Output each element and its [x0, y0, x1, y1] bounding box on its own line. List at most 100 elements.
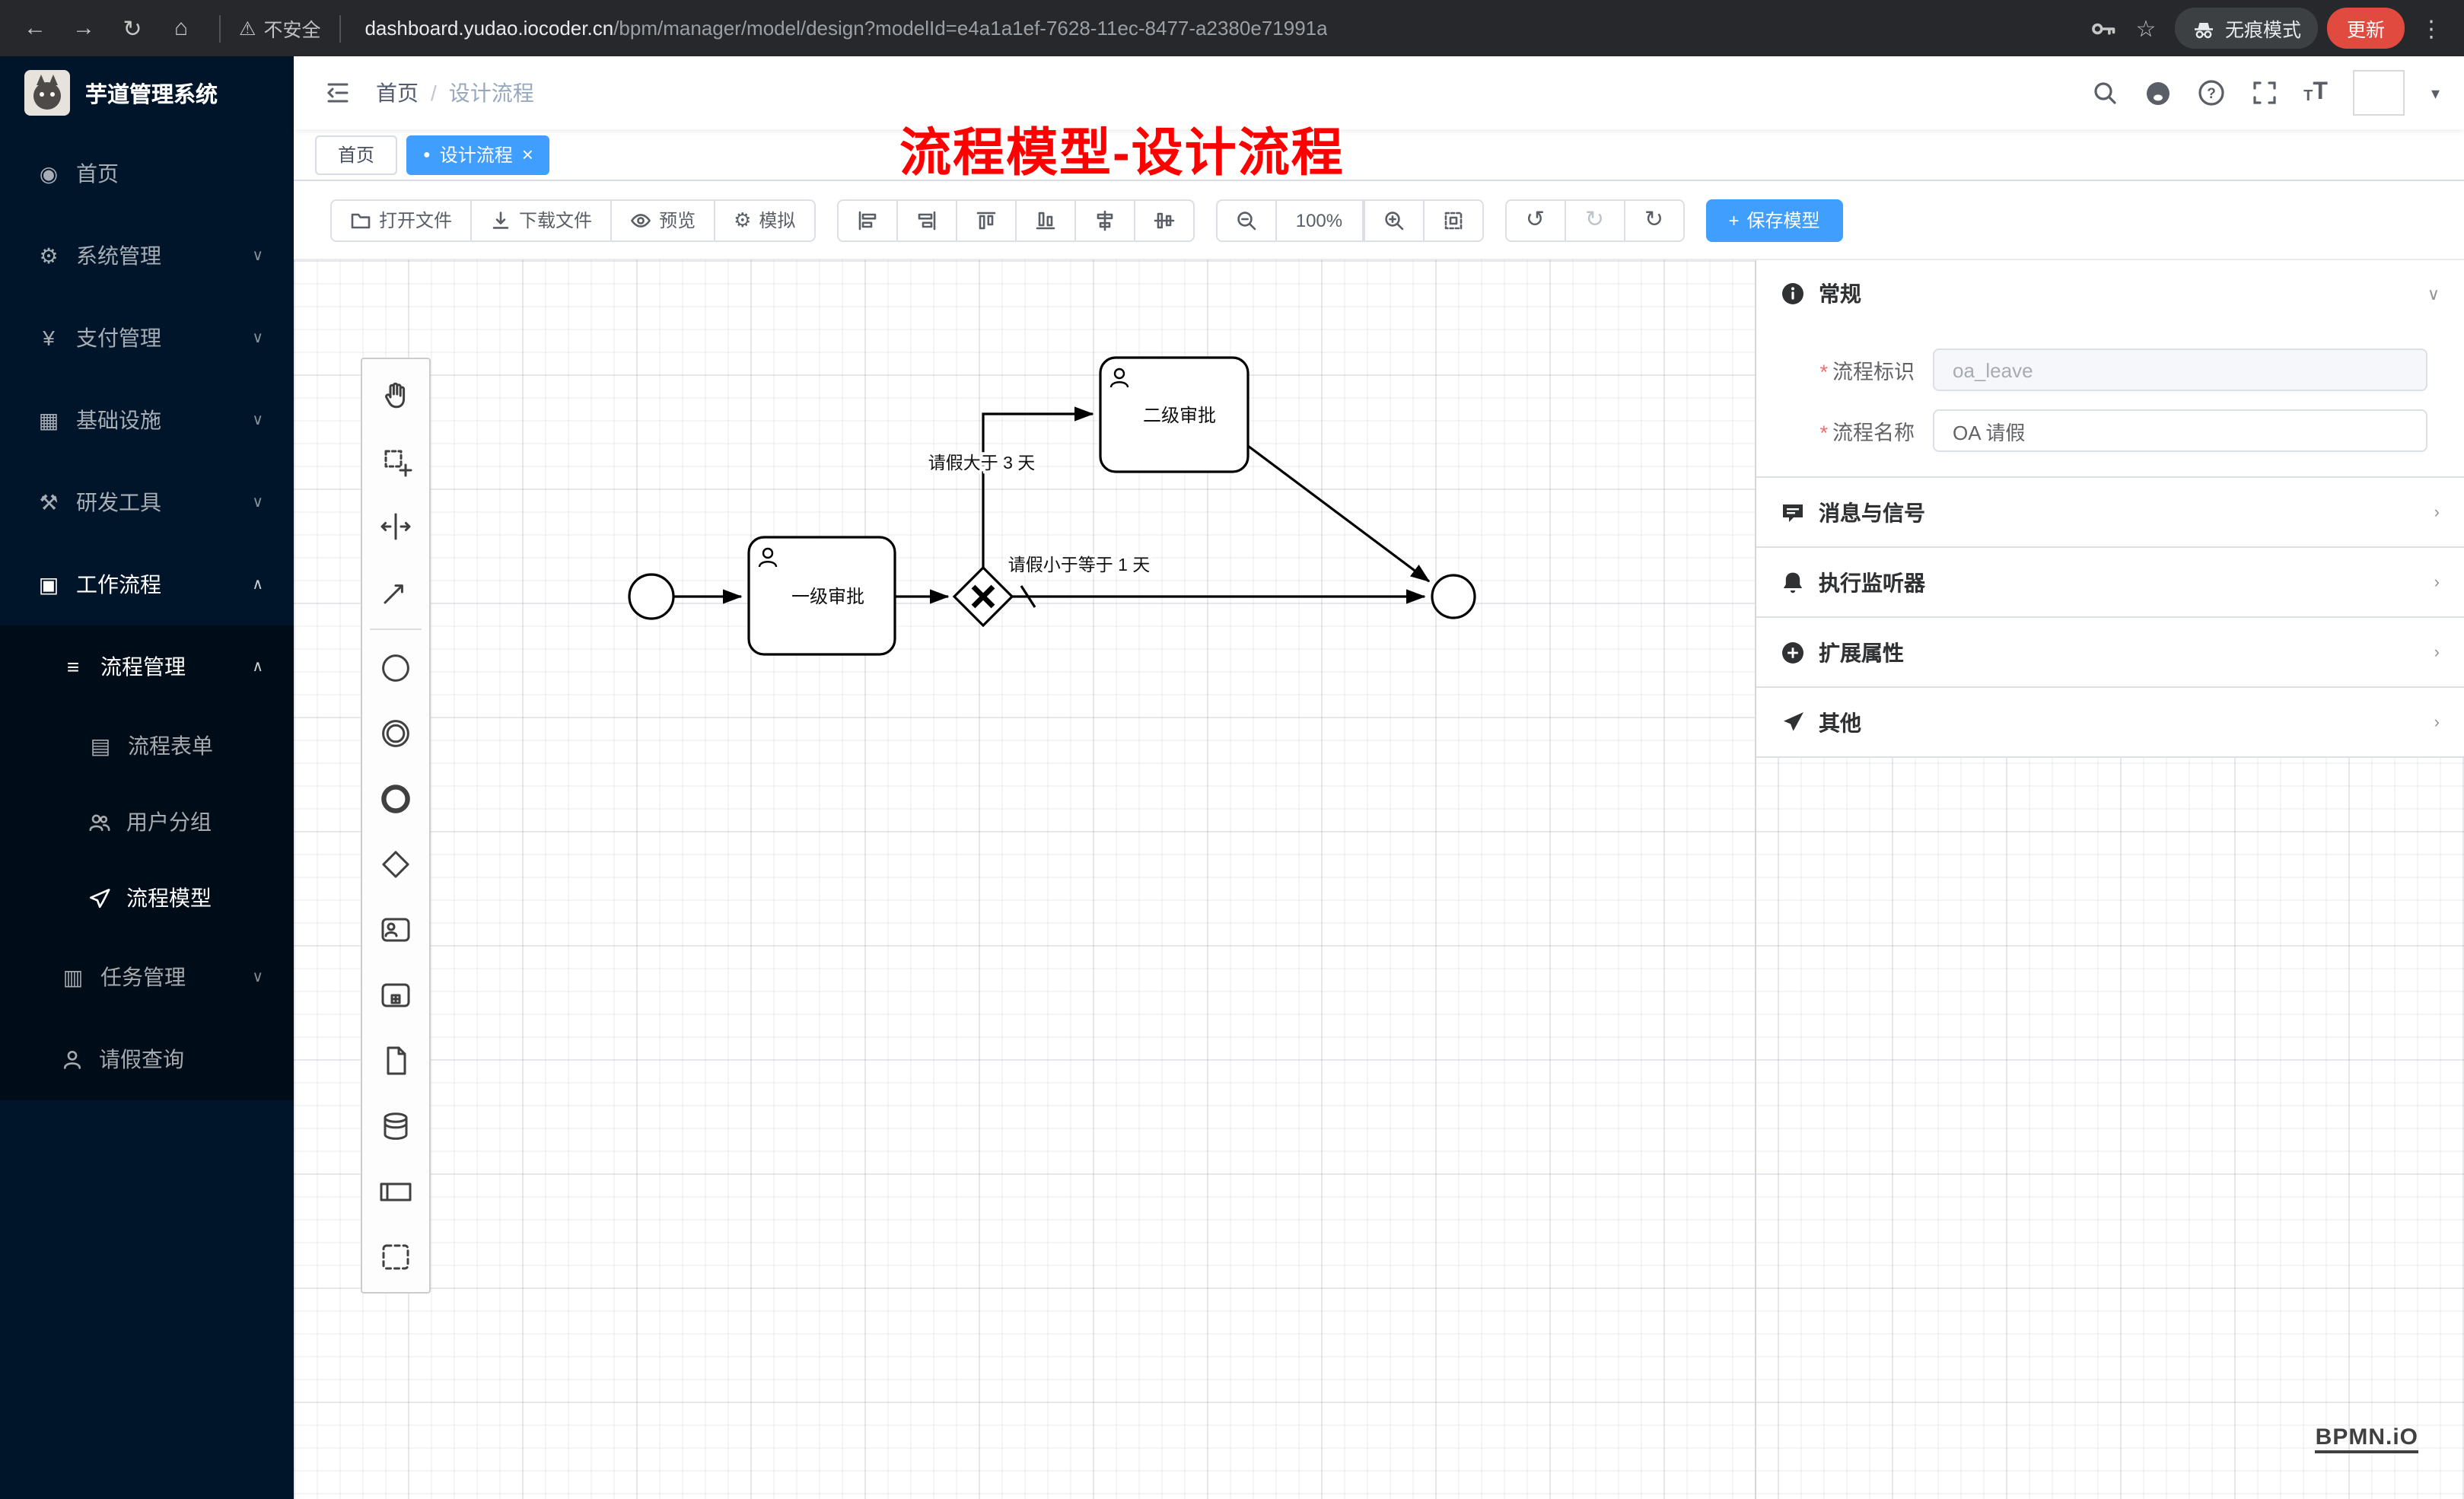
create-gateway[interactable] — [364, 831, 428, 896]
breadcrumb-separator: / — [431, 81, 437, 105]
browser-forward-button[interactable]: → — [72, 15, 95, 41]
bookmark-star-icon[interactable]: ☆ — [2135, 16, 2157, 42]
site-security-indicator[interactable]: ⚠ 不安全 — [239, 14, 320, 43]
browser-home-button[interactable]: ⌂ — [173, 15, 189, 41]
bpmn-task-first-approval[interactable] — [747, 536, 896, 656]
undo-button[interactable]: ↺ — [1504, 199, 1566, 241]
flow-task2-to-end[interactable] — [1247, 444, 1431, 583]
open-file-button[interactable]: 打开文件 — [330, 199, 473, 241]
create-user-task[interactable] — [364, 896, 428, 962]
restart-button[interactable]: ↻ — [1623, 199, 1685, 241]
create-intermediate-event[interactable] — [364, 700, 428, 765]
close-tab-icon[interactable]: × — [521, 143, 533, 166]
task2-label: 二级审批 — [1143, 406, 1216, 426]
send-icon — [90, 888, 110, 908]
hand-tool[interactable] — [364, 362, 428, 428]
bpmn-end-event[interactable] — [1431, 574, 1476, 619]
app-logo-block[interactable]: 芋道管理系统 — [0, 56, 294, 129]
fullscreen-icon[interactable] — [2250, 79, 2278, 107]
address-bar[interactable]: dashboard.yudao.iocoder.cn /bpm/manager/… — [365, 17, 2080, 40]
tab-label: 设计流程 — [439, 145, 513, 166]
plus-icon: + — [1728, 209, 1740, 231]
sidebar-collapse-icon[interactable] — [324, 79, 352, 107]
process-key-input[interactable] — [1933, 348, 2427, 391]
create-call-activity[interactable] — [364, 962, 428, 1027]
sidebar-item-process-model[interactable]: 流程模型 — [0, 860, 294, 936]
align-center-button[interactable] — [1074, 199, 1135, 241]
diagram-canvas[interactable]: 请假大于 3 天 请假小于等于 1 天 一级审批 — [294, 260, 1755, 1499]
redo-button[interactable]: ↻ — [1564, 199, 1625, 241]
preview-button[interactable]: 预览 — [610, 199, 716, 241]
browser-reload-button[interactable]: ↻ — [123, 16, 142, 42]
bpmn-task-second-approval[interactable] — [1099, 356, 1250, 473]
sidebar-item-user-group[interactable]: 用户分组 — [0, 784, 294, 860]
create-task[interactable] — [364, 1027, 428, 1093]
sidebar-item-leave-query[interactable]: 请假查询 — [0, 1018, 294, 1100]
create-start-event[interactable] — [364, 635, 428, 700]
bpmn-start-event[interactable] — [628, 573, 675, 620]
simulate-button[interactable]: ⚙ 模拟 — [714, 199, 816, 241]
task1-label: 一级审批 — [791, 587, 864, 607]
lasso-tool[interactable] — [364, 428, 428, 493]
browser-back-button[interactable]: ← — [24, 15, 46, 41]
sidebar-item-workflow[interactable]: ▣ 工作流程 ∧ — [0, 543, 294, 625]
sidebar-item-infrastructure[interactable]: ▦ 基础设施 ∨ — [0, 379, 294, 461]
save-model-button[interactable]: + 保存模型 — [1705, 199, 1843, 241]
create-datastore[interactable] — [364, 1093, 428, 1158]
zoom-in-button[interactable] — [1363, 199, 1425, 241]
search-icon[interactable] — [2090, 79, 2118, 107]
create-group[interactable] — [364, 1224, 428, 1289]
sidebar-item-process-form[interactable]: ▤ 流程表单 — [0, 708, 294, 784]
condition-label-gt[interactable]: 请假大于 3 天 — [925, 450, 1039, 476]
github-icon[interactable] — [2144, 79, 2171, 107]
chevron-right-icon: › — [2434, 643, 2440, 661]
create-end-event[interactable] — [364, 765, 428, 831]
help-icon[interactable]: ? — [2197, 79, 2224, 107]
sidebar-item-task-mgmt[interactable]: ▥ 任务管理 ∨ — [0, 936, 294, 1018]
field-label: *流程标识 — [1819, 361, 1915, 384]
sidebar-item-dev-tools[interactable]: ⚒ 研发工具 ∨ — [0, 461, 294, 543]
panel-section-messages-signals[interactable]: 消息与信号 › — [1756, 478, 2464, 548]
browser-update-button[interactable]: 更新 — [2326, 8, 2405, 49]
gear-icon: ⚙ — [39, 243, 59, 267]
zoom-out-icon — [1237, 211, 1256, 230]
caret-down-icon[interactable]: ▾ — [2431, 84, 2440, 103]
fit-viewport-icon — [1444, 211, 1462, 229]
sidebar-item-label: 研发工具 — [76, 490, 161, 514]
breadcrumb-home[interactable]: 首页 — [376, 81, 419, 105]
process-name-input[interactable] — [1933, 409, 2427, 452]
global-connect-tool[interactable] — [364, 559, 428, 624]
download-file-button[interactable]: 下载文件 — [470, 199, 613, 241]
user-avatar[interactable] — [2353, 70, 2405, 116]
align-right-button[interactable] — [896, 199, 957, 241]
browser-menu-icon[interactable]: ⋮ — [2420, 16, 2443, 42]
sidebar-item-process-mgmt[interactable]: ≡ 流程管理 ∧ — [0, 625, 294, 708]
space-tool[interactable] — [364, 493, 428, 559]
panel-section-other[interactable]: 其他 › — [1756, 688, 2464, 758]
bpmn-io-watermark[interactable]: BPMN.iO — [2315, 1424, 2418, 1453]
general-section-header[interactable]: 常规 ∨ — [1756, 260, 2464, 327]
bell-icon — [1783, 571, 1803, 593]
tab-design-process[interactable]: ● 设计流程 × — [406, 135, 550, 174]
align-bottom-button[interactable] — [1014, 199, 1076, 241]
yen-icon: ¥ — [43, 326, 55, 350]
condition-label-le[interactable]: 请假小于等于 1 天 — [1005, 552, 1154, 578]
password-key-icon[interactable] — [2090, 14, 2117, 42]
sidebar-item-payment-mgmt[interactable]: ¥ 支付管理 ∨ — [0, 297, 294, 379]
panel-section-execution-listeners[interactable]: 执行监听器 › — [1756, 548, 2464, 618]
tab-home[interactable]: 首页 — [315, 135, 398, 174]
sidebar-item-home[interactable]: ◉ 首页 — [0, 132, 294, 215]
sidebar-item-system-mgmt[interactable]: ⚙ 系统管理 ∨ — [0, 215, 294, 297]
required-asterisk: * — [1819, 422, 1828, 444]
zoom-reset-button[interactable] — [1422, 199, 1484, 241]
incognito-label: 无痕模式 — [2224, 20, 2301, 41]
align-left-button[interactable] — [836, 199, 898, 241]
align-middle-button[interactable] — [1133, 199, 1195, 241]
panel-section-extended-properties[interactable]: 扩展属性 › — [1756, 618, 2464, 688]
align-top-button[interactable] — [955, 199, 1017, 241]
flow-gateway-to-task2[interactable] — [982, 406, 1094, 568]
create-pool[interactable] — [364, 1158, 428, 1224]
zoom-out-button[interactable] — [1215, 199, 1277, 241]
tabs-bar: 首页 ● 设计流程 × — [294, 129, 2464, 181]
